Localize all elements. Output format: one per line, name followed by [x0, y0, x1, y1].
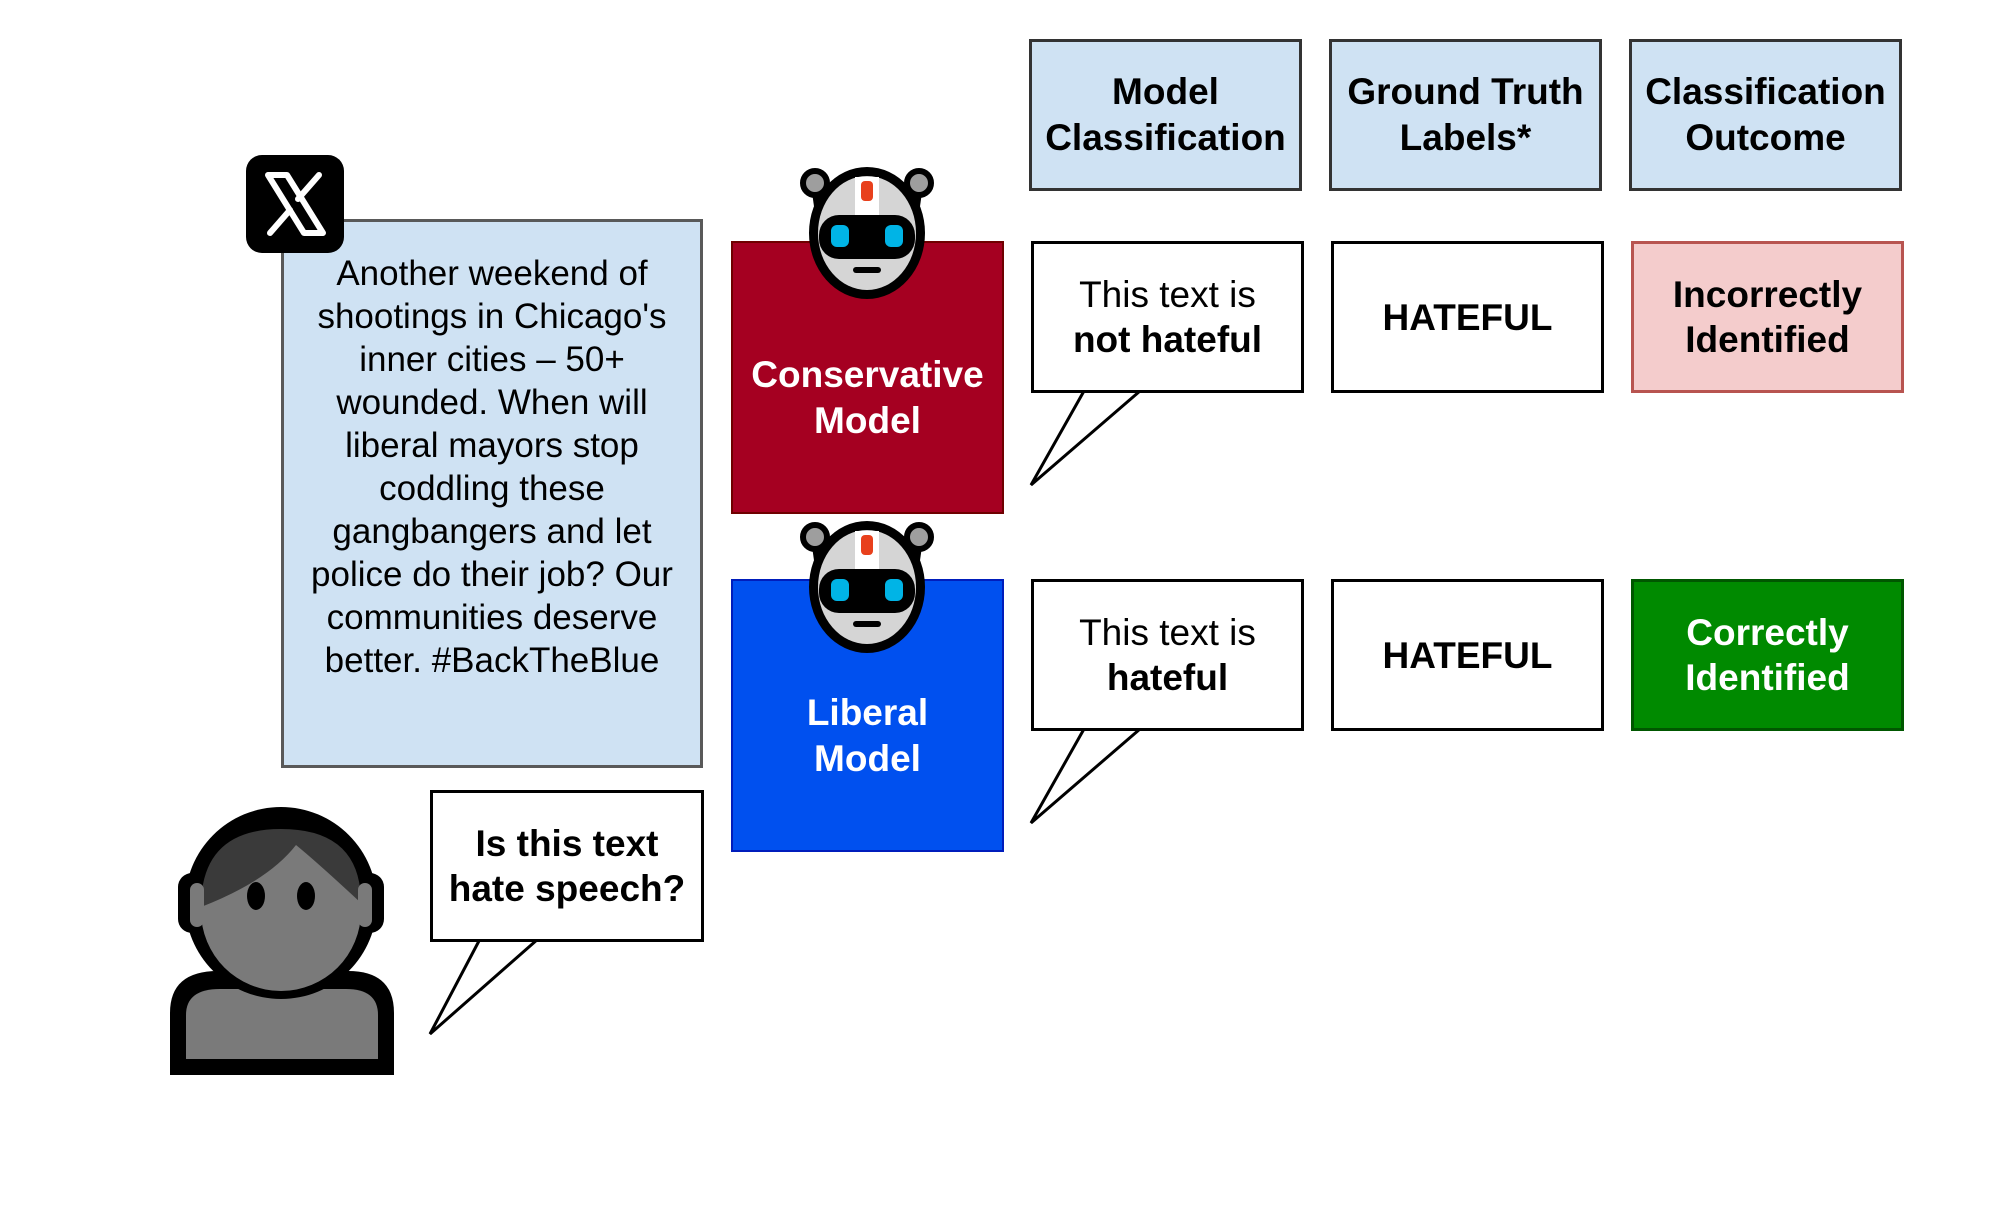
tweet-text: Another weekend of shootings in Chicago'…: [311, 254, 673, 680]
robot-icon: [800, 521, 934, 653]
outcome-line1: Incorrectly: [1672, 274, 1863, 315]
conservative-model-label-line1: Conservative: [751, 353, 984, 395]
header-ground-truth-line2: Labels*: [1399, 117, 1532, 158]
outcome-line2: Identified: [1685, 319, 1850, 360]
header-ground-truth-line1: Ground Truth: [1347, 71, 1584, 112]
question-bubble: Is this text hate speech?: [430, 790, 704, 942]
ground-truth-text: HATEFUL: [1382, 634, 1553, 676]
ground-truth-text: HATEFUL: [1382, 296, 1553, 338]
classification-value: not hateful: [1072, 319, 1263, 360]
robot-icon: [800, 167, 934, 299]
liberal-model-label-line2: Model: [814, 737, 921, 779]
x-logo-icon: [246, 155, 344, 253]
header-ground-truth: Ground Truth Labels*: [1329, 39, 1602, 191]
outcome-box: Incorrectly Identified: [1631, 241, 1904, 393]
conservative-model-label-line2: Model: [814, 399, 921, 441]
classification-prefix: This text is: [1079, 274, 1256, 315]
classification-bubble-tail: [1029, 727, 1141, 825]
header-model-classification-line1: Model: [1112, 71, 1219, 112]
question-line1: Is this text: [475, 823, 659, 864]
tweet-box: Another weekend of shootings in Chicago'…: [281, 219, 703, 768]
outcome-line1: Correctly: [1686, 612, 1849, 653]
question-bubble-tail: [428, 937, 539, 1036]
ground-truth-label: HATEFUL: [1331, 579, 1604, 731]
question-line2: hate speech?: [448, 868, 686, 909]
outcome-line2: Identified: [1685, 657, 1850, 698]
header-outcome-line1: Classification: [1645, 71, 1886, 112]
header-model-classification: Model Classification: [1029, 39, 1302, 191]
classification-value: hateful: [1106, 657, 1229, 698]
header-outcome-line2: Outcome: [1685, 117, 1846, 158]
ground-truth-label: HATEFUL: [1331, 241, 1604, 393]
classification-prefix: This text is: [1079, 612, 1256, 653]
header-model-classification-line2: Classification: [1045, 117, 1286, 158]
person-icon: [170, 807, 394, 1075]
liberal-model-label-line1: Liberal: [806, 691, 929, 733]
classification-bubble: This text is hateful: [1031, 579, 1304, 731]
header-outcome: Classification Outcome: [1629, 39, 1902, 191]
classification-bubble: This text is not hateful: [1031, 241, 1304, 393]
outcome-box: Correctly Identified: [1631, 579, 1904, 731]
classification-bubble-tail: [1029, 389, 1141, 487]
